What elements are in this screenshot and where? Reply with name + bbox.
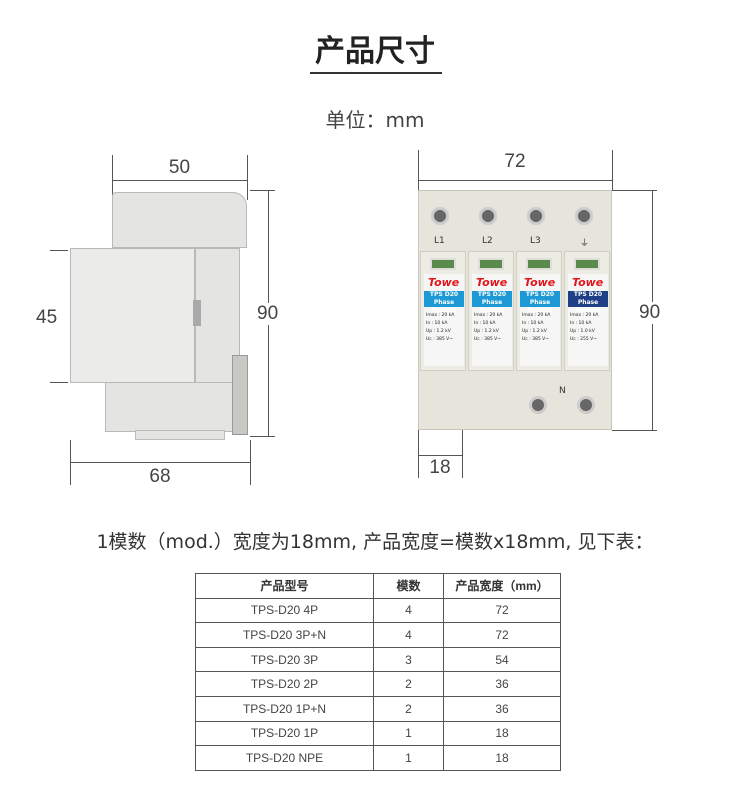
unit-label: 单位：mm [325,108,425,132]
title-underline [310,72,442,74]
dim-module-width: 18 [429,457,451,478]
table-header-row: 产品型号模数产品宽度（mm） [195,573,561,599]
module-width-note: 1模数（mod.）宽度为18mm, 产品宽度=模数x18mm, 见下表： [96,531,654,553]
dim-right-height: 90 [257,303,279,325]
terminal-label: L3 [530,236,541,246]
terminal-label: L1 [434,236,445,246]
terminal-label: L2 [482,236,493,246]
dim-left-height: 45 [36,307,58,328]
dim-front-height: 90 [639,302,661,324]
page-title: 产品尺寸 [315,34,435,69]
neutral-label: N [559,386,566,396]
ground-icon: ⏚ [580,239,590,249]
dim-bottom-width: 68 [149,466,171,487]
dim-front-width: 72 [504,151,526,172]
dim-top-width: 50 [168,157,191,178]
